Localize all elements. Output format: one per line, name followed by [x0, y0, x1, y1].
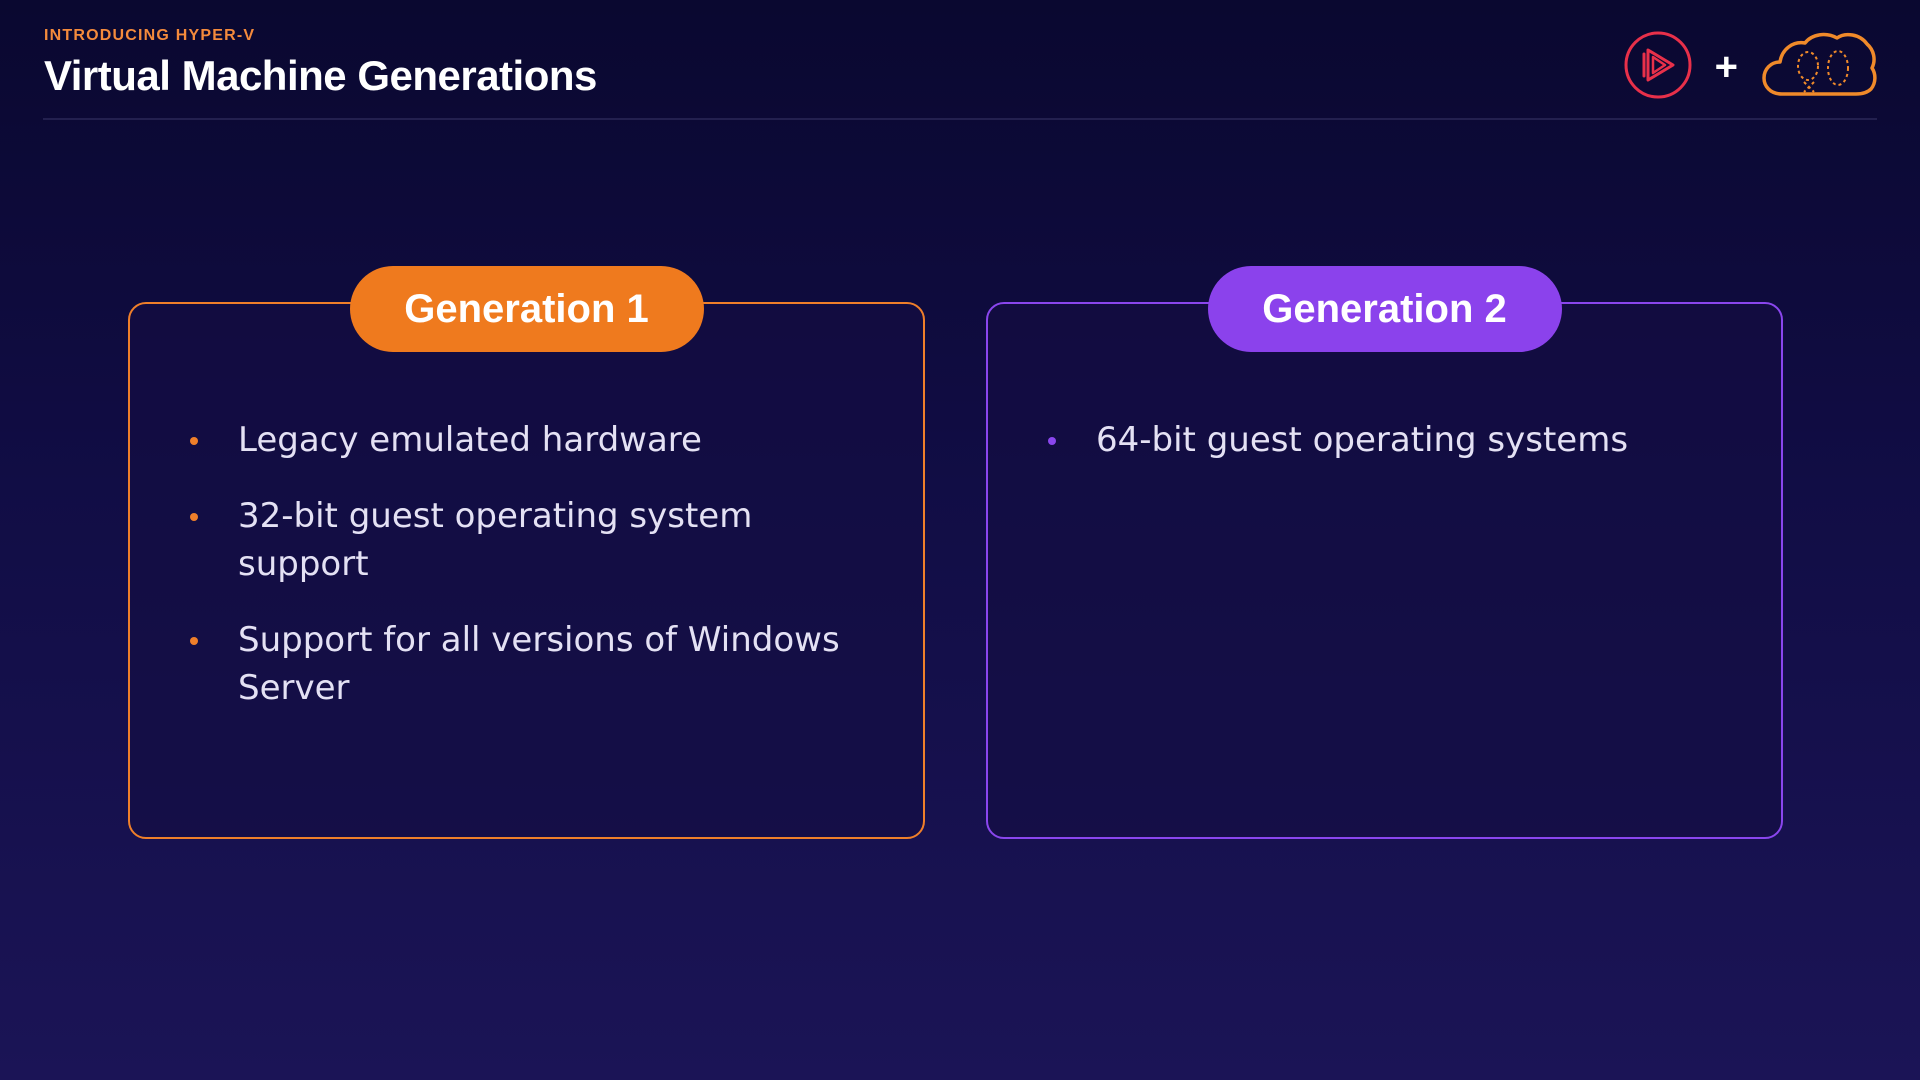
bullet-dot-icon: [190, 437, 198, 445]
list-item-text: Legacy emulated hardware: [238, 420, 702, 460]
bullet-dot-icon: [1048, 437, 1056, 445]
list-item: 32-bit guest operating system support: [190, 492, 880, 588]
header-divider: [43, 118, 1877, 120]
list-item: Legacy emulated hardware: [190, 416, 880, 464]
generation-1-list: Legacy emulated hardware 32-bit guest op…: [190, 416, 880, 740]
generation-2-card: Generation 2 64-bit guest operating syst…: [986, 266, 1783, 839]
plus-sign: +: [1714, 45, 1738, 89]
cloud-logo-icon: [1760, 30, 1878, 104]
list-item: 64-bit guest operating systems: [1048, 416, 1738, 464]
list-item-text: 32-bit guest operating system support: [238, 496, 753, 584]
slide-title: Virtual Machine Generations: [44, 52, 597, 99]
list-item: Support for all versions of Windows Serv…: [190, 616, 880, 712]
generation-2-badge: Generation 2: [1207, 266, 1562, 352]
slide-header: INTRODUCING HYPER-V Virtual Machine Gene…: [44, 26, 597, 100]
bullet-dot-icon: [190, 513, 198, 521]
generation-1-card: Generation 1 Legacy emulated hardware 32…: [128, 266, 925, 839]
generation-1-badge: Generation 1: [349, 266, 704, 352]
list-item-text: Support for all versions of Windows Serv…: [238, 620, 840, 708]
list-item-text: 64-bit guest operating systems: [1096, 420, 1629, 460]
slide-eyebrow: INTRODUCING HYPER-V: [44, 27, 256, 44]
bullet-dot-icon: [190, 637, 198, 645]
brand-logos: +: [1623, 30, 1878, 104]
generation-2-list: 64-bit guest operating systems: [1048, 416, 1738, 492]
play-circle-logo-icon: [1623, 30, 1693, 104]
